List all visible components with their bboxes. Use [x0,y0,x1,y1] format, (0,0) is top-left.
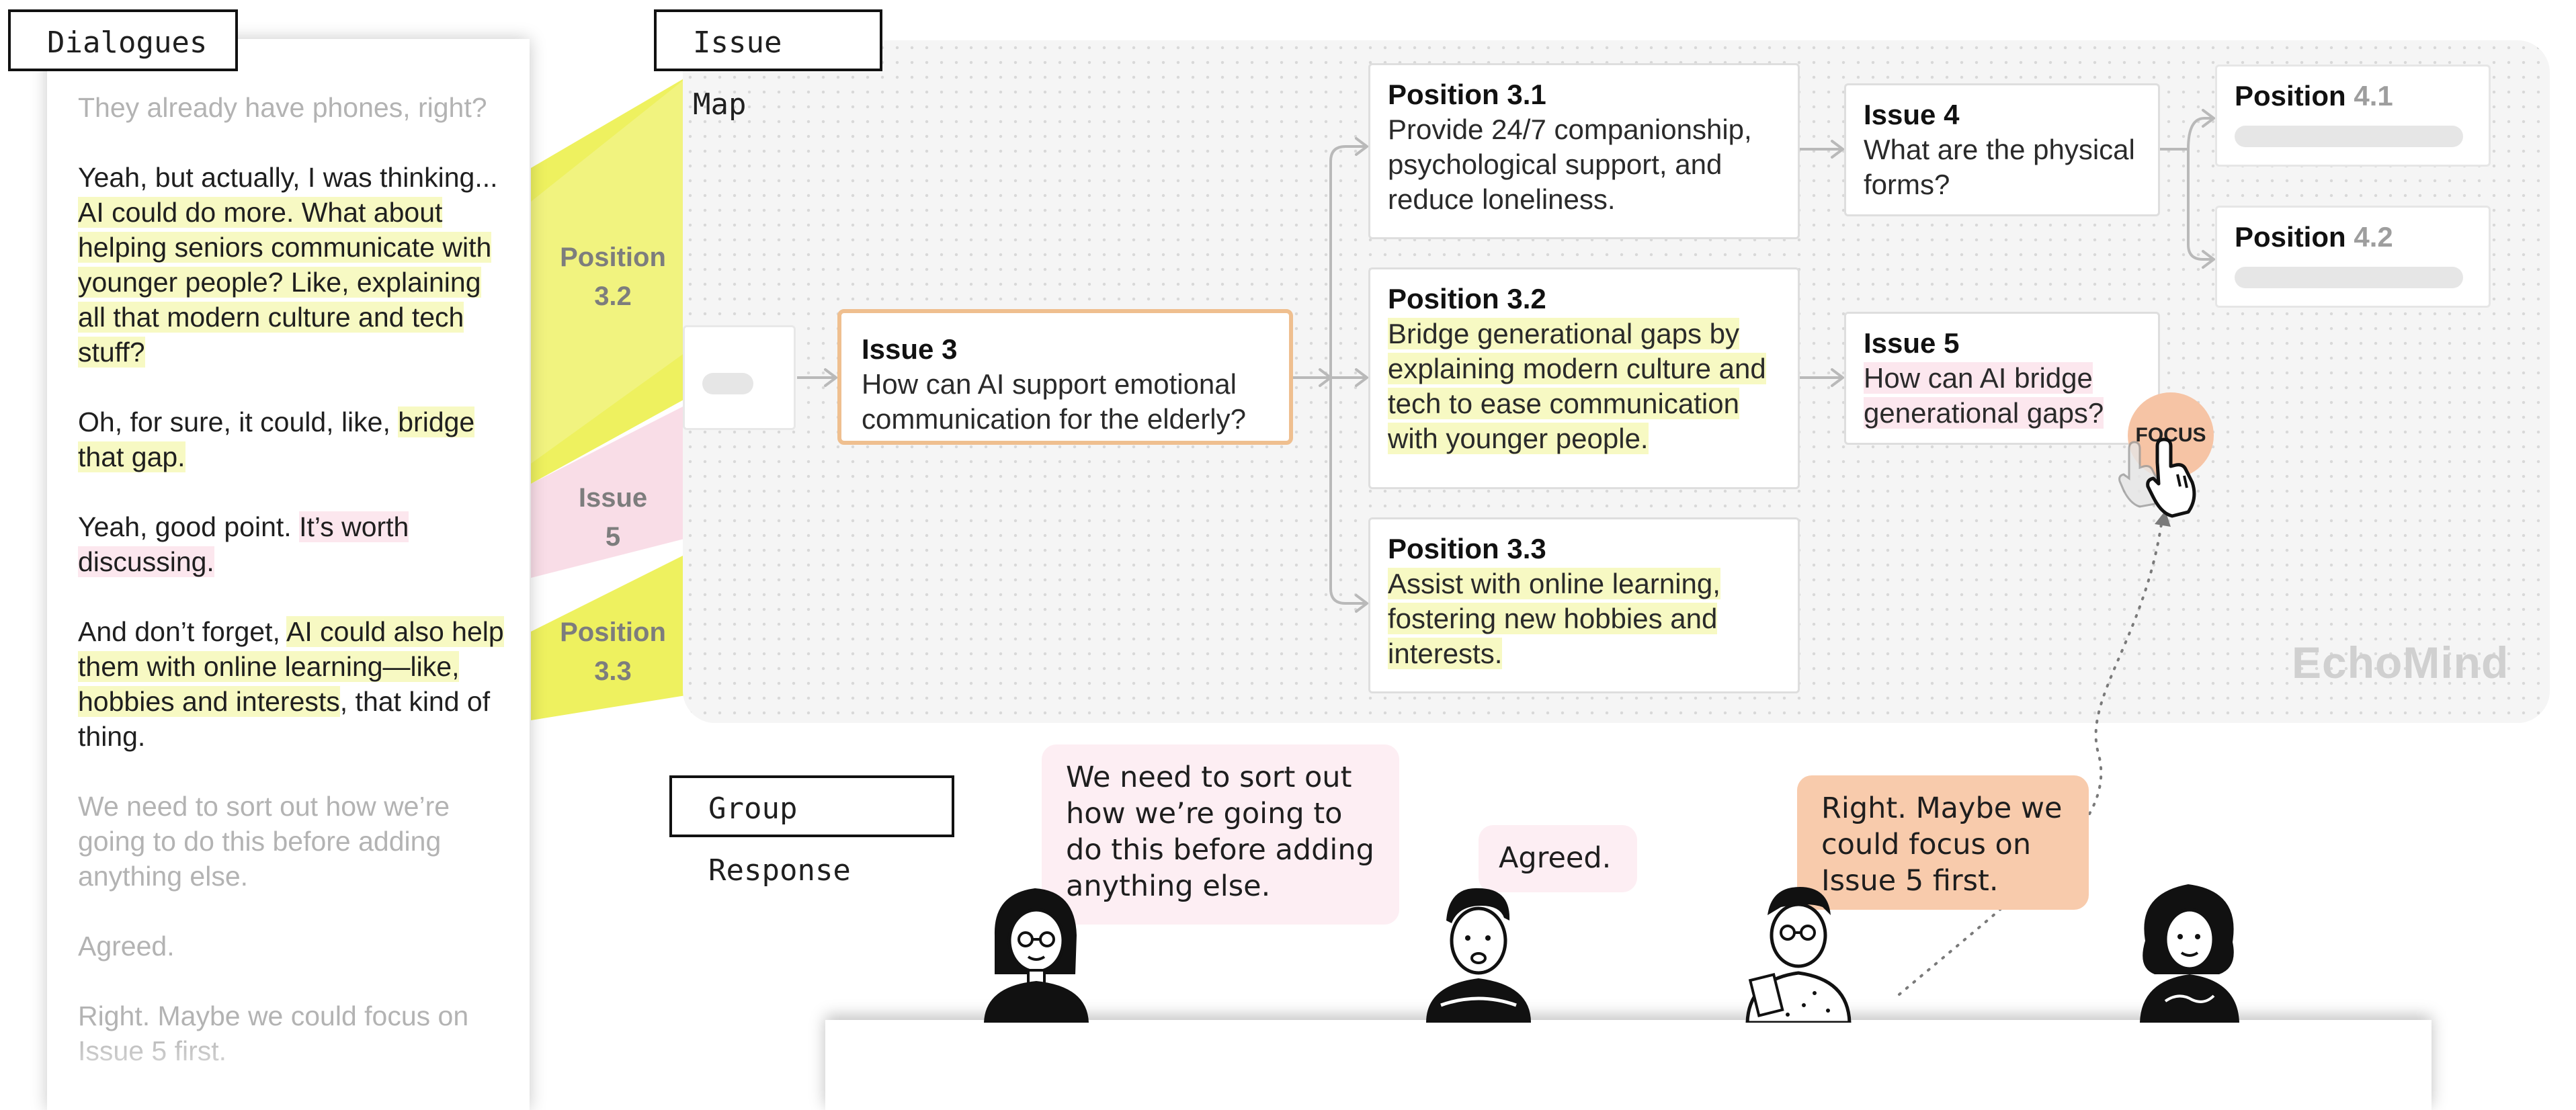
echomind-logo: EchoMind [2292,638,2509,687]
utterance-text: And don’t forget, [78,616,287,647]
dialogue-fade [47,1029,530,1110]
position-4-1-node[interactable]: Position 4.1 [2215,65,2491,167]
response-bubble-1: We need to sort out how we’re going to d… [1042,744,1399,925]
participant-1-avatar [984,888,1089,1023]
dialogue-utterance: They already have phones, right? [78,90,508,125]
position-3-1-node[interactable]: Position 3.1 Provide 24/7 companionship,… [1368,63,1800,239]
dialogue-utterance: Yeah, but actually, I was thinking... AI… [78,160,508,370]
participant-2-avatar [1426,888,1531,1023]
issue-map-label: Issue Map [654,9,882,122]
utterance-text: Agreed. [78,931,175,962]
previous-node-stub[interactable] [683,325,796,430]
participant-3-avatar [1745,887,1852,1023]
utterance-text: We need to sort out how we’re going to d… [78,791,450,892]
dialogue-utterance: Agreed. [78,929,508,964]
position-4-2-placeholder [2235,267,2463,288]
utterance-text: Oh, for sure, it could, like, [78,407,399,437]
group-response-label: Group Response [669,775,954,888]
utterance-text: , that kind of thing. [78,686,491,752]
dialogues-label: Dialogues [8,9,238,71]
position-3-3-node[interactable]: Position 3.3 Assist with online learning… [1368,517,1800,693]
response-bubble-3: Right. Maybe we could focus on Issue 5 f… [1797,775,2089,910]
dialogue-utterance: We need to sort out how we’re going to d… [78,789,508,894]
issue-3-node[interactable]: Issue 3 How can AI support emotional com… [837,309,1293,445]
utterance-text: Yeah, but actually, I was thinking... [78,162,498,193]
issue-4-node[interactable]: Issue 4 What are the physical forms? [1844,83,2160,216]
position-4-1-placeholder [2235,126,2463,147]
dialogue-panel[interactable]: They already have phones, right? Yeah, bu… [47,39,530,1110]
response-bubble-2: Agreed. [1479,825,1637,892]
dialogue-utterance: Oh, for sure, it could, like, bridge tha… [78,404,508,474]
position-4-2-node[interactable]: Position 4.2 [2215,206,2491,308]
pointing-hand-icon [2118,437,2196,518]
meeting-table [825,1020,2432,1110]
highlighted-text: AI could do more. What about helping sen… [78,197,492,368]
position-3-2-node[interactable]: Position 3.2 Bridge generational gaps by… [1368,267,1800,489]
issue-5-node[interactable]: Issue 5 How can AI bridge generational g… [1844,312,2160,445]
utterance-text: Yeah, good point. [78,511,300,542]
participant-4-avatar [2140,884,2239,1023]
dialogue-utterance: And don’t forget, AI could also help the… [78,614,508,754]
utterance-text: They already have phones, right? [78,92,487,123]
dialogue-list: They already have phones, right? Yeah, bu… [78,90,508,1103]
dialogue-utterance: Yeah, good point. It’s worth discussing. [78,509,508,579]
